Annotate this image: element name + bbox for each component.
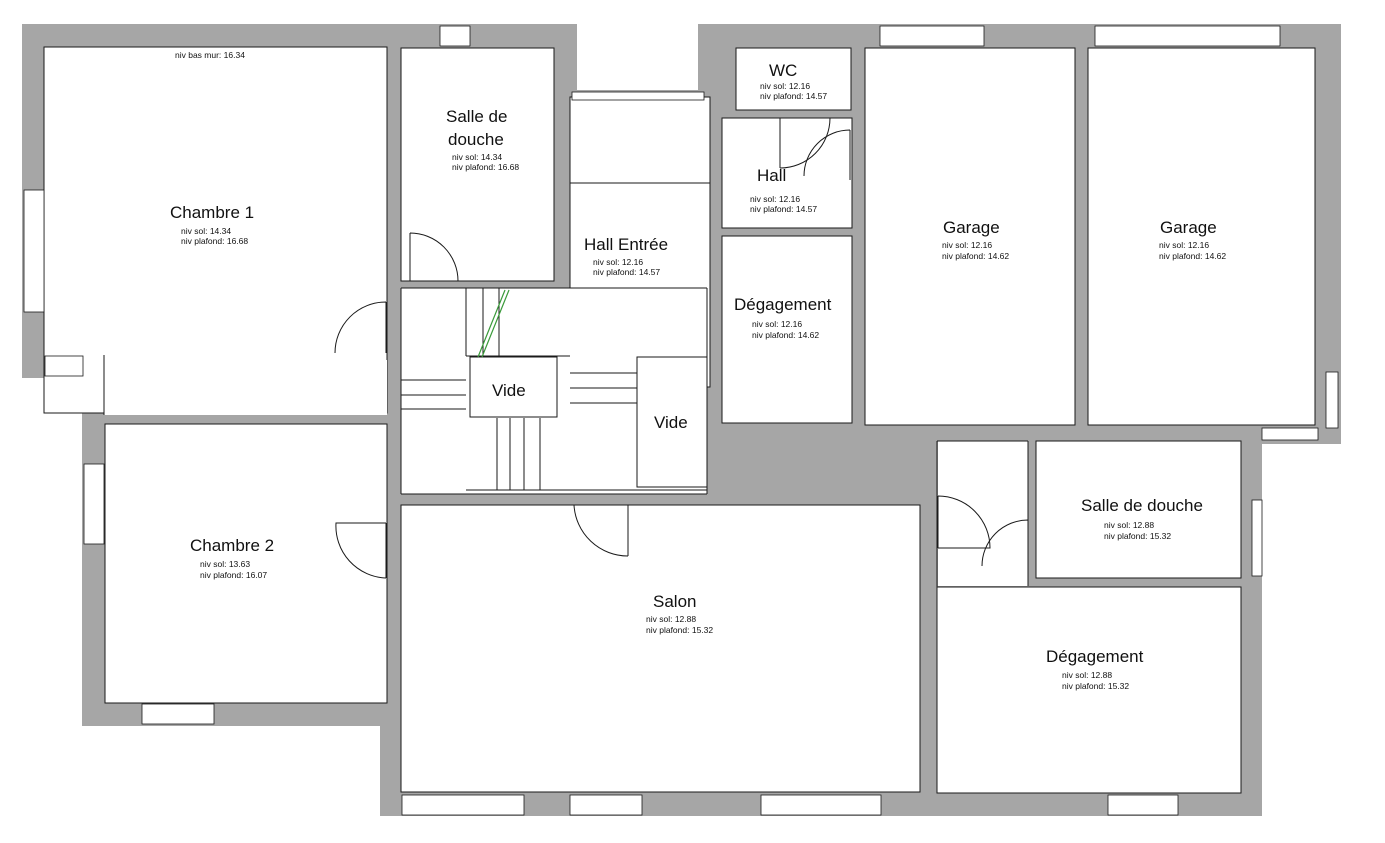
room-name-hall: Hall xyxy=(757,166,786,185)
room-sol-degagement-1: niv sol: 12.16 xyxy=(752,319,802,329)
room-sol-salle-de-douche-1: niv sol: 14.34 xyxy=(452,152,502,162)
room-plafond-salle-de-douche-2: niv plafond: 15.32 xyxy=(1104,531,1171,541)
room-sol-hall-entree: niv sol: 12.16 xyxy=(593,257,643,267)
room-sol-hall: niv sol: 12.16 xyxy=(750,194,800,204)
windows xyxy=(23,25,1339,816)
room-plafond-chambre-2: niv plafond: 16.07 xyxy=(200,570,267,580)
room-plafond-degagement-2: niv plafond: 15.32 xyxy=(1062,681,1129,691)
room-sol-salle-de-douche-2: niv sol: 12.88 xyxy=(1104,520,1154,530)
room-plafond-wc: niv plafond: 14.57 xyxy=(760,91,827,101)
stair-direction-line xyxy=(477,289,506,358)
room-plafond-chambre-1: niv plafond: 16.68 xyxy=(181,236,248,246)
room-plafond-salle-de-douche-1: niv plafond: 16.68 xyxy=(452,162,519,172)
room-name-salle-de-douche-2: Salle de douche xyxy=(1081,496,1203,515)
room-name-vide-2: Vide xyxy=(654,413,688,432)
room-sol-salon: niv sol: 12.88 xyxy=(646,614,696,624)
note-top: niv bas mur: 16.34 xyxy=(175,50,245,60)
room-name2-salle-de-douche-1: douche xyxy=(448,130,504,149)
room-plafond-degagement-1: niv plafond: 14.62 xyxy=(752,330,819,340)
room-name-salle-de-douche-1: Salle de xyxy=(446,107,507,126)
room-name-degagement-2: Dégagement xyxy=(1046,647,1144,666)
room-name-chambre-1: Chambre 1 xyxy=(170,203,254,222)
room-sol-chambre-1: niv sol: 14.34 xyxy=(181,226,231,236)
room-name-garage-2: Garage xyxy=(1160,218,1217,237)
room-interiors xyxy=(43,46,1316,794)
room-sol-wc: niv sol: 12.16 xyxy=(760,81,810,91)
room-plafond-hall: niv plafond: 14.57 xyxy=(750,204,817,214)
room-name-hall-entree: Hall Entrée xyxy=(584,235,668,254)
room-plafond-salon: niv plafond: 15.32 xyxy=(646,625,713,635)
room-name-vide-1: Vide xyxy=(492,381,526,400)
room-sol-garage-1: niv sol: 12.16 xyxy=(942,240,992,250)
room-plafond-hall-entree: niv plafond: 14.57 xyxy=(593,267,660,277)
room-sol-degagement-2: niv sol: 12.88 xyxy=(1062,670,1112,680)
room-plafond-garage-1: niv plafond: 14.62 xyxy=(942,251,1009,261)
void-box-2 xyxy=(636,356,708,488)
doors xyxy=(334,117,1029,579)
room-labels: niv bas mur: 16.34 Chambre 1 niv sol: 14… xyxy=(170,50,1226,691)
room-name-salon: Salon xyxy=(653,592,696,611)
staircase xyxy=(400,287,708,495)
room-name-wc: WC xyxy=(769,61,797,80)
room-name-degagement-1: Dégagement xyxy=(734,295,832,314)
room-sol-chambre-2: niv sol: 13.63 xyxy=(200,559,250,569)
room-name-chambre-2: Chambre 2 xyxy=(190,536,274,555)
room-sol-garage-2: niv sol: 12.16 xyxy=(1159,240,1209,250)
room-name-garage-1: Garage xyxy=(943,218,1000,237)
void-box-1 xyxy=(469,356,558,418)
room-plafond-garage-2: niv plafond: 14.62 xyxy=(1159,251,1226,261)
